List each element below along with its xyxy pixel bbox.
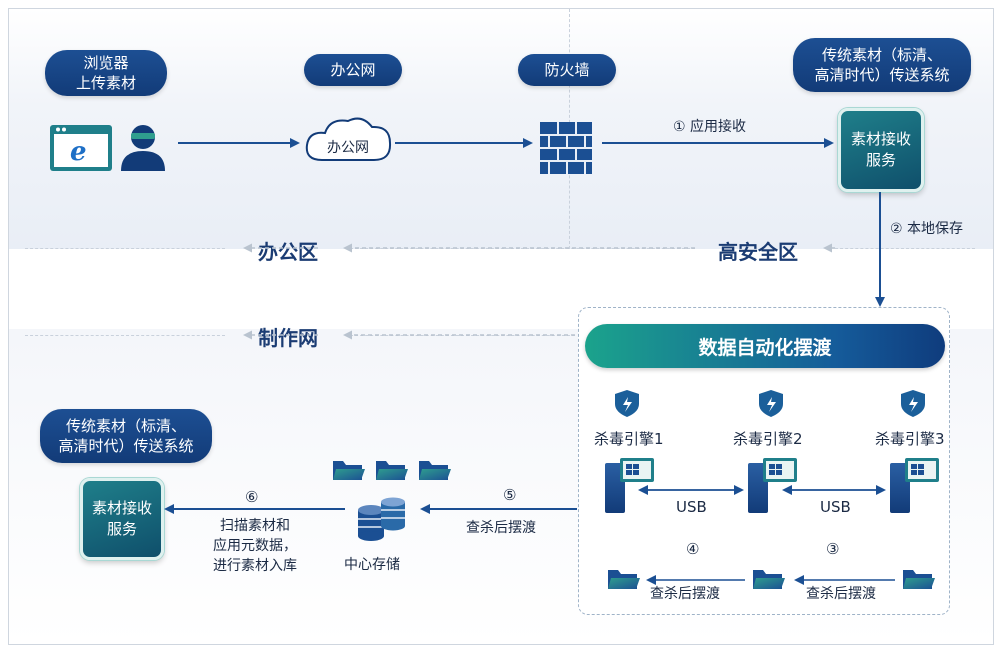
central-storage-label: 中心存储 bbox=[344, 557, 400, 573]
browser-upload-label: 浏览器 上传素材 bbox=[45, 50, 167, 96]
step2-label: ② 本地保存 bbox=[890, 221, 964, 237]
browser-window-icon: e bbox=[50, 125, 112, 171]
zone-line-office-left bbox=[25, 248, 225, 249]
automation-title: 数据自动化摆渡 bbox=[585, 324, 945, 368]
engine-2-label: 杀毒引擎2 bbox=[733, 430, 803, 448]
step4-label: 查杀后摆渡 bbox=[650, 586, 720, 602]
folder-icon bbox=[903, 570, 935, 589]
legacy-system-label-top: 传统素材（标清、 高清时代）传送系统 bbox=[793, 38, 971, 92]
shield-icon bbox=[615, 390, 639, 417]
step6-label: 扫描素材和 应用元数据， 进行素材入库 bbox=[213, 518, 297, 574]
folder-icon bbox=[419, 461, 451, 480]
step6-number: ⑥ bbox=[245, 488, 259, 506]
step5-number: ⑤ bbox=[503, 486, 517, 504]
usb-label-1: USB bbox=[676, 498, 707, 516]
shield-icon bbox=[901, 390, 925, 417]
zone-office-label: 办公区 bbox=[258, 240, 318, 264]
material-receive-service-bottom: 素材接收 服务 bbox=[80, 478, 164, 560]
folder-icon bbox=[376, 461, 408, 480]
step3-label: 查杀后摆渡 bbox=[806, 586, 876, 602]
user-icon bbox=[121, 125, 165, 171]
folder-icon bbox=[333, 461, 365, 480]
central-storage-icon bbox=[358, 497, 405, 541]
windows-server-icon bbox=[748, 458, 797, 513]
usb-label-2: USB bbox=[820, 498, 851, 516]
cloud-icon: 办公网 bbox=[305, 117, 392, 161]
zone-line-high-right bbox=[835, 248, 975, 249]
engine-1-label: 杀毒引擎1 bbox=[594, 430, 664, 448]
zone-line-prod-left bbox=[25, 335, 225, 336]
cloud-label: 办公网 bbox=[327, 140, 369, 156]
firewall-icon bbox=[540, 122, 592, 174]
firewall-label: 防火墙 bbox=[518, 54, 616, 86]
engine-3-label: 杀毒引擎3 bbox=[875, 430, 945, 448]
windows-server-icon bbox=[890, 458, 939, 513]
step3-number: ③ bbox=[826, 540, 840, 558]
zone-production-label: 制作网 bbox=[258, 326, 318, 350]
material-receive-service-top: 素材接收 服务 bbox=[838, 108, 924, 192]
step5-label: 查杀后摆渡 bbox=[466, 520, 536, 536]
office-network-label: 办公网 bbox=[304, 54, 402, 86]
zone-high-security-label: 高安全区 bbox=[718, 240, 798, 264]
windows-server-icon bbox=[605, 458, 654, 513]
step4-number: ④ bbox=[686, 540, 700, 558]
legacy-system-label-bottom: 传统素材（标清、 高清时代）传送系统 bbox=[40, 409, 212, 463]
shield-icon bbox=[759, 390, 783, 417]
svg-text:e: e bbox=[70, 137, 87, 167]
folder-icon bbox=[753, 570, 785, 589]
step1-label: ① 应用接收 bbox=[673, 119, 747, 135]
folder-icon bbox=[608, 570, 640, 589]
